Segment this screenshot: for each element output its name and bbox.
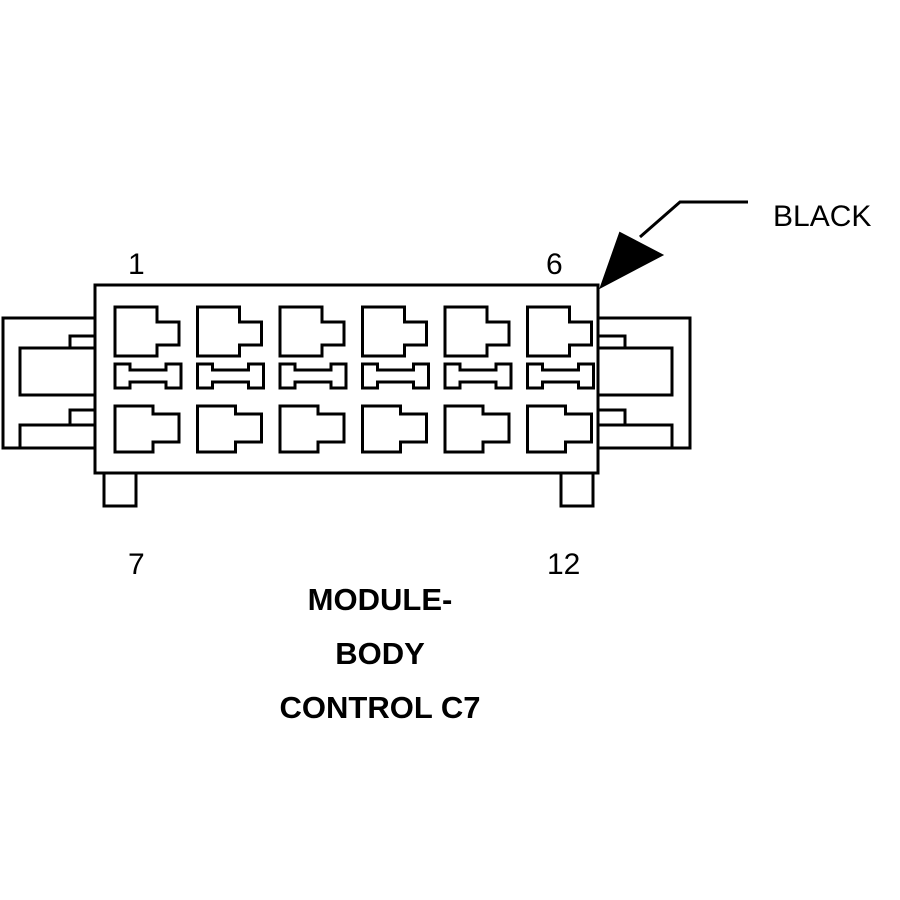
cavity-bottom-10 [361,404,428,454]
cavity-bottom-8 [196,404,263,454]
connector-title-line-2: BODY [335,636,425,671]
cavity-top-5 [443,305,511,358]
lock-slot-3 [278,362,348,390]
cavity-bottom-12 [526,404,593,454]
bottom-cavity-row [113,404,593,454]
cavity-top-1 [113,305,181,358]
connector-color-label: BLACK [773,200,871,233]
lock-slot-2 [196,362,265,390]
cavity-top-3 [278,305,346,358]
right-latch [598,316,692,450]
connector-title-line-1: MODULE- [307,582,453,617]
pin-label-1: 1 [128,248,145,281]
cavity-top-4 [361,305,428,358]
lock-slot-1 [113,362,183,390]
lock-slot-6 [526,362,595,390]
right-foot [559,471,595,508]
top-cavity-row [113,305,593,358]
left-latch [1,316,95,450]
cavity-bottom-7 [113,404,181,454]
lock-slot-5 [443,362,513,390]
pin-label-12: 12 [547,548,580,581]
lock-slot-4 [361,362,430,390]
pin-label-7: 7 [128,548,145,581]
cavity-top-6 [526,305,593,358]
callout-leader [639,200,748,239]
cavity-top-2 [196,305,263,358]
connector-title-line-3: CONTROL C7 [279,690,481,725]
cavity-bottom-9 [278,404,346,454]
pin-label-6: 6 [546,248,563,281]
left-foot [102,471,138,508]
middle-cavity-row [113,362,595,390]
cavity-bottom-11 [443,404,511,454]
callout-arrow-icon [599,231,665,290]
